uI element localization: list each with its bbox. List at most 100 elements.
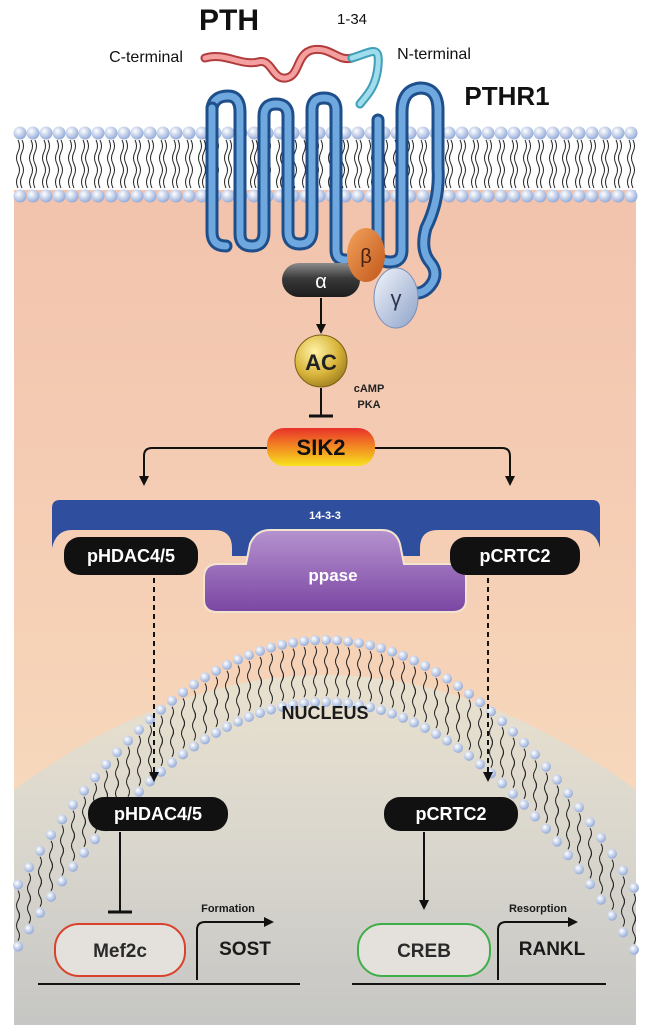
lipid-tail — [500, 747, 504, 778]
lipid-head — [431, 666, 441, 677]
lipid-tail — [159, 735, 163, 767]
lipid-tail — [346, 667, 350, 698]
lipid-tail — [137, 755, 141, 787]
lipid-head — [78, 126, 92, 140]
c-terminal-label: C-terminal — [109, 49, 183, 66]
lipid-head — [255, 645, 265, 656]
creb-label: CREB — [397, 941, 451, 962]
lipid-head — [195, 126, 209, 140]
lipid-tail — [98, 139, 102, 189]
ppase-label: ppase — [308, 566, 357, 585]
lipid-tail — [198, 139, 202, 189]
lipid-tail — [484, 139, 488, 189]
lipid-head — [255, 707, 265, 718]
lipid-head — [541, 761, 551, 772]
lipid-head — [520, 189, 534, 203]
lipid-tail — [137, 139, 141, 189]
lipid-head — [78, 189, 92, 203]
lipid-head — [442, 673, 452, 684]
lipid-head — [169, 126, 183, 140]
g-protein: α β γ — [282, 228, 419, 329]
lipid-tail — [579, 139, 583, 189]
lipid-head — [26, 189, 40, 203]
lipid-head — [145, 714, 155, 725]
lipid-tail — [55, 139, 59, 189]
lipid-tail — [27, 893, 31, 924]
pcrtc2-nucleus-label: pCRTC2 — [416, 804, 487, 824]
g-beta-label: β — [360, 246, 372, 268]
lipid-tail — [146, 139, 150, 189]
lipid-head — [607, 848, 617, 859]
lipid-head — [79, 847, 89, 858]
lipid-head — [416, 189, 430, 203]
lipid-tail — [632, 913, 636, 945]
lipid-tail — [575, 139, 579, 189]
lipid-head — [530, 811, 540, 822]
lipid-head — [310, 697, 320, 708]
lipid-head — [68, 861, 78, 872]
lipid-head — [442, 189, 456, 203]
lipid-head — [13, 941, 23, 952]
n-terminal-label: N-terminal — [397, 46, 471, 63]
lipid-head — [35, 907, 45, 918]
lipid-tail — [68, 139, 72, 189]
lipid-head — [455, 126, 469, 140]
lipid-tail — [124, 139, 128, 189]
lipid-head — [182, 126, 196, 140]
lipid-tail — [192, 710, 196, 741]
pcrtc2-cytoplasm-label: pCRTC2 — [480, 546, 551, 566]
lipid-head — [629, 882, 639, 893]
lipid-head — [475, 697, 485, 708]
lipid-tail — [176, 139, 180, 189]
lipid-tail — [181, 718, 185, 749]
lipid-head — [13, 126, 27, 140]
lipid-head — [585, 126, 599, 140]
lipid-head — [244, 649, 254, 660]
lipid-head — [629, 944, 639, 955]
lipid-head — [453, 680, 463, 691]
lipid-tail — [185, 139, 189, 189]
lipid-head — [598, 189, 612, 203]
lipid-tail — [345, 139, 349, 189]
lipid-tail — [462, 139, 466, 189]
lipid-head — [288, 637, 298, 648]
lipid-tail — [81, 139, 85, 189]
lipid-tail — [107, 139, 111, 189]
lipid-tail — [126, 766, 130, 797]
lipid-head — [464, 688, 474, 699]
lipid-head — [559, 126, 573, 140]
lipid-head — [200, 672, 210, 683]
scaffold-label: 14-3-3 — [309, 510, 341, 522]
lipid-tail — [621, 896, 625, 927]
lipid-tail — [354, 139, 358, 189]
phdac-cytoplasm — [64, 537, 198, 575]
g-alpha-subunit — [282, 263, 360, 297]
rankl-transcription-arrow — [497, 917, 578, 980]
lipid-head — [277, 701, 287, 712]
lipid-tail — [390, 677, 394, 708]
lipid-head — [222, 721, 232, 732]
lipid-tail — [42, 139, 46, 189]
lipid-head — [365, 702, 375, 713]
lipid-head — [559, 189, 573, 203]
lipid-head — [481, 126, 495, 140]
lipid-head — [123, 735, 133, 746]
lipid-head — [266, 704, 276, 715]
lipid-tail — [577, 833, 581, 864]
lipid-tail — [59, 139, 63, 189]
lipid-head — [552, 836, 562, 847]
mef2c-transcription-factor — [54, 923, 186, 977]
lipid-head — [57, 876, 67, 887]
lipid-head — [211, 665, 221, 676]
lipid-head — [354, 638, 364, 648]
lipid-head — [464, 750, 474, 761]
lipid-head — [52, 189, 66, 203]
lipid-tail — [562, 139, 566, 189]
lipid-head — [247, 126, 261, 140]
lipid-head — [310, 635, 320, 646]
sik2-kinase — [267, 428, 375, 466]
lipid-tail — [501, 139, 505, 189]
creb-transcription-factor — [357, 923, 491, 977]
lipid-tail — [159, 139, 163, 189]
lipid-head — [130, 189, 144, 203]
